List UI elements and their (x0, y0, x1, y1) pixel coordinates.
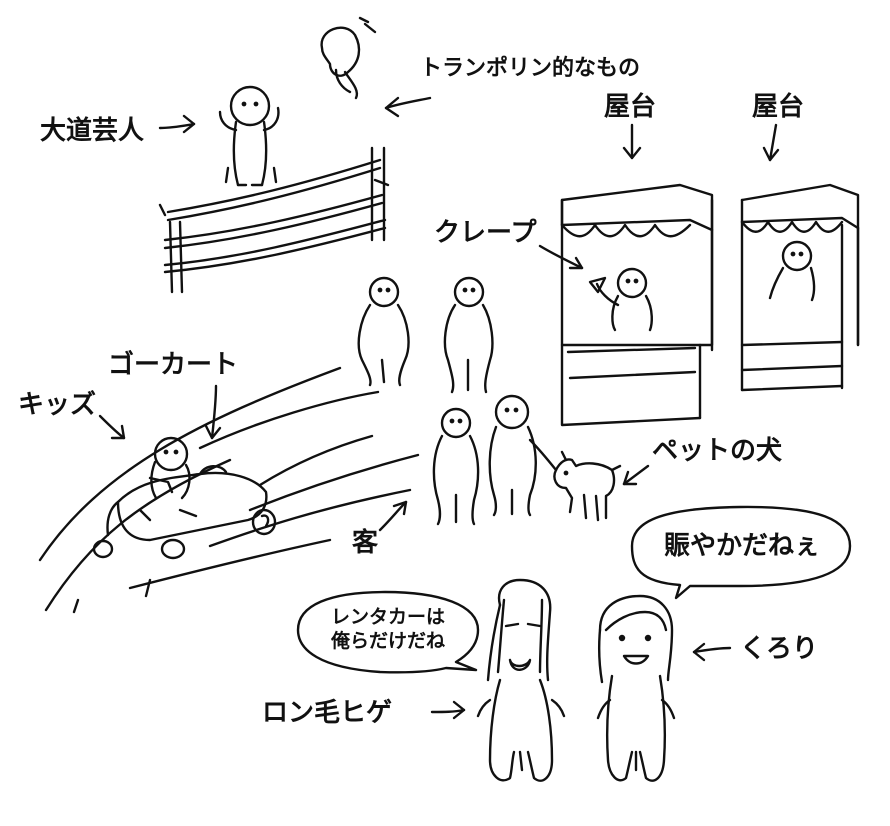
kids-arrow (98, 414, 126, 440)
customers-arrow (378, 500, 408, 532)
crepe-vendor-figure (588, 267, 653, 332)
kurori-speech-bubble (630, 505, 852, 600)
customers-arrow-head (392, 500, 408, 516)
food-stall-left (560, 183, 714, 427)
street-performer-arrow-head (182, 114, 196, 134)
kids-label: キッズ (18, 390, 97, 420)
customer-figure (432, 407, 480, 526)
stall-2-arrow-head (762, 146, 780, 162)
kurori-arrow (692, 646, 732, 654)
long-hair-arrow (430, 708, 466, 714)
long-hair-arrow-head (452, 700, 466, 720)
customer-figure (357, 276, 410, 387)
customer-figure (488, 394, 558, 517)
go-kart-label: ゴーカート (108, 350, 239, 380)
street-performer-label: 大道芸人 (40, 116, 145, 146)
go-kart-arrow (210, 384, 218, 440)
trampoline-arrow-head (384, 96, 400, 118)
go-kart-figure (92, 465, 277, 560)
long-hair-speech-line-2: 俺らだけだね (330, 629, 445, 652)
street-performer-arrow (158, 122, 196, 130)
street-performer-figure (218, 85, 280, 187)
kurori-speech-text: 賑やかだねぇ (663, 531, 820, 561)
crepe-label: クレープ (434, 218, 537, 248)
kids-arrow-head (110, 424, 126, 440)
stall-2-label: 屋台 (752, 92, 805, 122)
long-hair-speech-bubble (296, 590, 480, 674)
kurori-label: くろり (740, 634, 819, 664)
go-kart-arrow-head (204, 424, 222, 440)
pet-dog-figure (553, 450, 622, 522)
kid-driver-figure (148, 436, 191, 500)
kurori-figure (596, 594, 676, 782)
customers-label: 客 (352, 528, 379, 558)
kurori-arrow-head (692, 642, 706, 662)
long-hair-beard-figure (476, 578, 566, 782)
pet-arrow-head (622, 470, 638, 486)
long-hair-speech-text: レンタカーは 俺らだけだね (308, 606, 468, 654)
long-hair-speech-line-1: レンタカーは (330, 606, 445, 628)
jumping-figure (320, 16, 377, 100)
pet-arrow (622, 464, 650, 486)
trampoline-label: トランポリン的なもの (420, 56, 641, 81)
crepe-arrow (538, 244, 584, 270)
go-kart-track (38, 366, 420, 614)
stall-1-arrow-head (622, 146, 642, 160)
trampoline-arrow (384, 96, 432, 110)
stall-right-vendor-figure (768, 240, 816, 302)
stall-2-arrow (768, 123, 778, 162)
customer-figure (443, 276, 494, 394)
pet-dog-label: ペットの犬 (652, 436, 783, 466)
trampoline-frame (158, 146, 390, 294)
crepe-arrow-head (568, 256, 584, 270)
long-hair-beard-label: ロン毛ヒゲ (262, 698, 393, 728)
food-stall-right (740, 183, 860, 392)
stall-1-label: 屋台 (604, 92, 657, 122)
